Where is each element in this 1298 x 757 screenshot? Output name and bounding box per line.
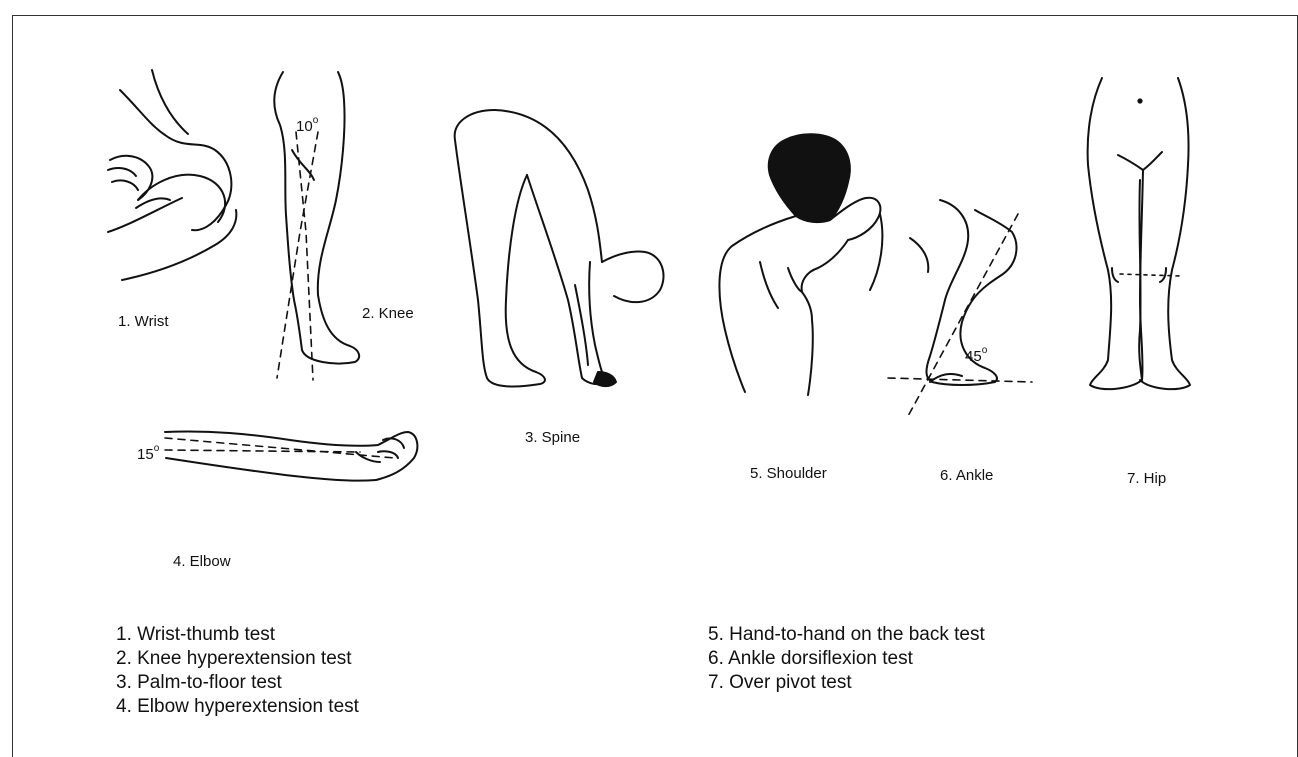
wrist-illustration bbox=[108, 70, 236, 280]
legend-item: 2. Knee hyperextension test bbox=[116, 647, 359, 671]
hip-illustration bbox=[1088, 78, 1190, 389]
label-knee: 2. Knee bbox=[362, 305, 414, 322]
label-spine: 3. Spine bbox=[525, 429, 580, 446]
label-shoulder: 5. Shoulder bbox=[750, 465, 827, 482]
legend-item: 7. Over pivot test bbox=[708, 671, 985, 695]
ankle-illustration bbox=[888, 200, 1032, 418]
elbow-illustration bbox=[165, 431, 417, 480]
legend-item: 1. Wrist-thumb test bbox=[116, 623, 359, 647]
shoulder-illustration bbox=[719, 134, 882, 395]
label-ankle: 6. Ankle bbox=[940, 467, 993, 484]
label-hip: 7. Hip bbox=[1127, 470, 1166, 487]
label-elbow: 4. Elbow bbox=[173, 553, 231, 570]
legend-left: 1. Wrist-thumb test 2. Knee hyperextensi… bbox=[116, 623, 359, 719]
legend-item: 4. Elbow hyperextension test bbox=[116, 695, 359, 719]
label-wrist: 1. Wrist bbox=[118, 313, 169, 330]
legend-item: 5. Hand-to-hand on the back test bbox=[708, 623, 985, 647]
angle-label-knee: 10o bbox=[296, 117, 318, 135]
angle-label-elbow: 15o bbox=[137, 445, 159, 463]
legend-item: 6. Ankle dorsiflexion test bbox=[708, 647, 985, 671]
legend-right: 5. Hand-to-hand on the back test 6. Ankl… bbox=[708, 623, 985, 695]
angle-label-ankle: 45o bbox=[965, 347, 987, 365]
spine-illustration bbox=[455, 110, 664, 386]
legend-item: 3. Palm-to-floor test bbox=[116, 671, 359, 695]
